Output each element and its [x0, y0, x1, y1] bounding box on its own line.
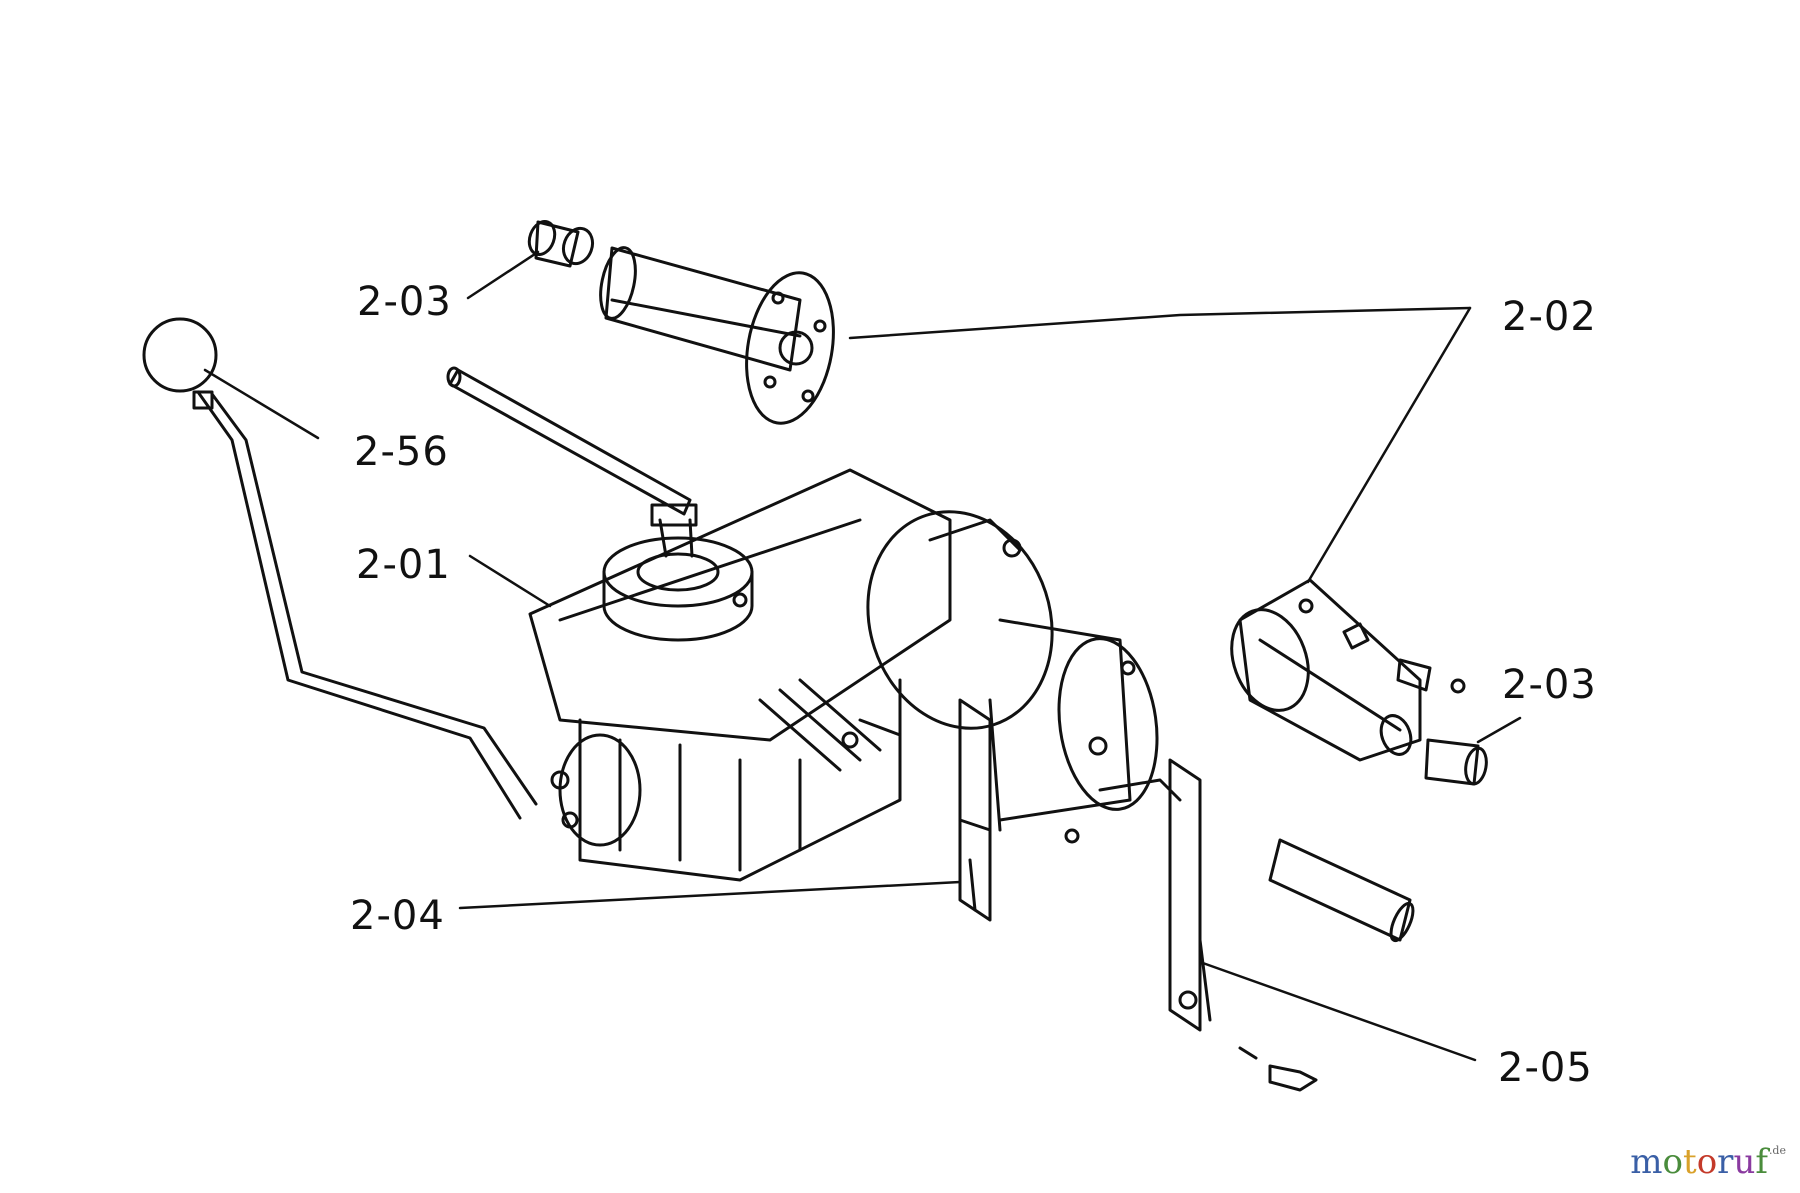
shaft [1268, 838, 1415, 943]
watermark-letter: o [1696, 1142, 1718, 1182]
bracket [958, 698, 1002, 922]
valve-body [528, 468, 952, 882]
leader-lines [203, 250, 1522, 1062]
bushing-top [527, 220, 595, 268]
watermark-letter: t [1683, 1142, 1697, 1182]
bushing-right [1424, 738, 1488, 786]
rod [446, 366, 692, 516]
part-label-2-05: 2-05 [1498, 1045, 1593, 1091]
watermark-letter: m [1630, 1142, 1663, 1182]
lever [142, 317, 538, 820]
part-label-2-04: 2-04 [350, 893, 445, 939]
watermark-letter: r [1717, 1142, 1734, 1182]
watermark-letter: o [1662, 1142, 1684, 1182]
part-label-2-03-top: 2-03 [357, 279, 452, 325]
part-label-2-03-right: 2-03 [1502, 662, 1597, 708]
pump [866, 510, 1182, 844]
part-label-2-01: 2-01 [356, 542, 451, 588]
cylinder-flange [599, 246, 835, 425]
watermark-text: motoruf [1630, 1145, 1768, 1179]
cylinder-right [1230, 578, 1466, 762]
part-label-2-56: 2-56 [354, 429, 449, 475]
lower-bracket [1168, 758, 1318, 1092]
watermark-logo: motoruf.de [1630, 1145, 1786, 1179]
watermark-suffix: .de [1768, 1144, 1786, 1157]
part-label-2-02: 2-02 [1502, 294, 1597, 340]
watermark-letter: u [1733, 1142, 1756, 1182]
watermark-letter: f [1755, 1142, 1768, 1182]
